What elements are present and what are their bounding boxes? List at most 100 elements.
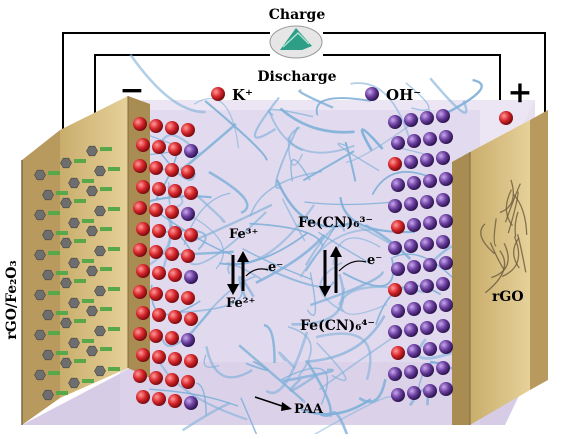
rgo-bond [100, 227, 112, 231]
rgo-bond [100, 347, 112, 351]
fecn-electron-label: e⁻ [367, 253, 382, 268]
k-ion [165, 205, 179, 219]
oh-ion [404, 197, 418, 211]
paa-fiber [309, 271, 384, 307]
fe2o3-particle [34, 369, 46, 381]
fe2o3-particle [60, 277, 72, 289]
fe2o3-particle [34, 329, 46, 341]
paa-fiber [282, 368, 334, 383]
fe2o3-particle [34, 289, 46, 301]
paa-fiber [332, 237, 381, 266]
oh-ion [439, 256, 453, 270]
rgo-bond [108, 287, 120, 291]
k-ion [391, 346, 405, 360]
k-ion [136, 348, 150, 362]
fe2o3-particle [86, 305, 98, 317]
k-ion [152, 224, 166, 238]
fecn-bottom-label: Fe(CN)₆⁴⁻ [300, 318, 375, 334]
fe2o3-particle [60, 157, 72, 169]
oh-ion [388, 367, 402, 381]
oh-ion [420, 195, 434, 209]
rgo-sheet [513, 194, 528, 235]
rgo-bond [74, 199, 86, 203]
fe2o3-particle [86, 225, 98, 237]
rgo-sheet [491, 243, 509, 279]
k-ion [168, 142, 182, 156]
paa-fiber [265, 331, 309, 395]
fe3-label: Fe³⁺ [229, 227, 258, 242]
rgo-bond [48, 291, 60, 295]
oh-ion [391, 388, 405, 402]
rgo-bond [108, 367, 120, 371]
oh-ion [420, 321, 434, 335]
rgo-bond [82, 299, 94, 303]
k-ion [165, 163, 179, 177]
paa-fiber [189, 203, 273, 244]
k-ion [133, 243, 147, 257]
oh-ion [388, 199, 402, 213]
k-ion [149, 119, 163, 133]
rgo-bond [100, 187, 112, 191]
paa-fiber [346, 222, 397, 248]
fe2o3-particle [42, 229, 54, 241]
fe2o3-particle [68, 297, 80, 309]
fe2o3-particle [86, 345, 98, 357]
paa-fiber [249, 170, 323, 217]
fe2-label: Fe²⁺ [226, 296, 255, 311]
oh-ion [407, 344, 421, 358]
fe2o3-particle [60, 237, 72, 249]
rgo-bond [108, 207, 120, 211]
rgo-bond [48, 331, 60, 335]
k-ion [152, 140, 166, 154]
paa-fiber [317, 231, 374, 265]
k-ion [165, 373, 179, 387]
paa-fiber [255, 234, 326, 284]
oh-ion [439, 340, 453, 354]
oh-ion [436, 319, 450, 333]
oh-ion [423, 216, 437, 230]
k-ion [168, 184, 182, 198]
oh-ion [420, 153, 434, 167]
k-ion [149, 287, 163, 301]
oh-ion [388, 115, 402, 129]
fe2o3-particle [86, 185, 98, 197]
fe2o3-particle [94, 365, 106, 377]
rgo-sheet [499, 179, 514, 214]
k-ion [133, 327, 147, 341]
fe2o3-particle [42, 389, 54, 401]
rgo-bond [100, 307, 112, 311]
paa-fiber [153, 208, 233, 256]
paa-fiber [275, 126, 299, 189]
oh-ion [423, 258, 437, 272]
k-ion [152, 308, 166, 322]
rgo-sheet [507, 191, 519, 234]
paa-fiber [191, 275, 256, 334]
oh-ion [439, 130, 453, 144]
paa-fiber [265, 267, 335, 288]
k-ion [388, 283, 402, 297]
oh-ion [391, 136, 405, 150]
rgo-sheet [484, 250, 506, 294]
k-ion [184, 228, 198, 242]
k-ion [136, 390, 150, 404]
fe2o3-particle [94, 165, 106, 177]
paa-fiber [226, 204, 316, 266]
paa-fiber [405, 82, 430, 111]
k-ion [133, 369, 147, 383]
k-ion [149, 203, 163, 217]
k-ion [168, 310, 182, 324]
rgo-bond [108, 247, 120, 251]
paa-fiber [298, 89, 334, 109]
paa-fiber [245, 360, 268, 372]
rgo-bond [56, 351, 68, 355]
fe2o3-particle [86, 265, 98, 277]
rgo-bond [48, 371, 60, 375]
paa-fiber [304, 224, 346, 266]
oh-ion [184, 144, 198, 158]
k-ion [165, 247, 179, 261]
rgo-bond [56, 391, 68, 395]
fe2o3-particle [68, 377, 80, 389]
oh-ion [407, 218, 421, 232]
fe2o3-particle [60, 357, 72, 369]
oh-ion [184, 270, 198, 284]
